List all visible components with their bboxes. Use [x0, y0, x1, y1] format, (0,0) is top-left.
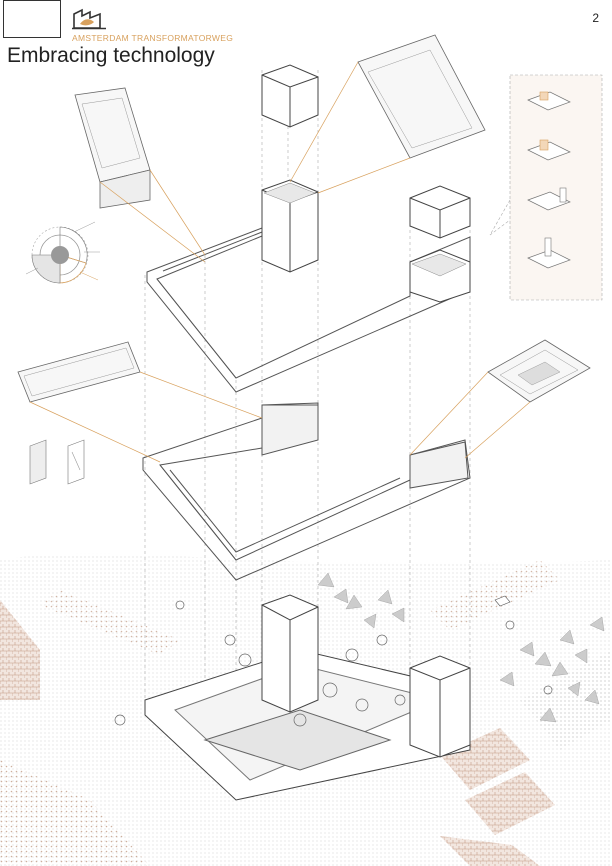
- project-name: AMSTERDAM TRANSFORMATORWEG: [72, 33, 234, 43]
- panel-elevations: [29, 439, 85, 485]
- logo-box: [3, 0, 61, 38]
- detail-callout-middle-left: [17, 341, 263, 463]
- detail-callout-top-right: [289, 34, 486, 194]
- page-title: Embracing technology: [7, 44, 215, 67]
- page-number: 2: [592, 11, 599, 25]
- ground-building: [144, 594, 471, 801]
- triangle-canopy: [317, 572, 605, 723]
- detail-callout-top-left: [74, 87, 206, 263]
- radial-interaction-diagram: [25, 221, 100, 284]
- floating-volumes: [261, 64, 471, 239]
- middle-floor-plate: [142, 402, 471, 581]
- detail-callout-middle-right: [409, 339, 591, 459]
- vehicle: [494, 595, 511, 607]
- transformer-emblem-icon: [72, 8, 106, 30]
- upper-tower: [261, 179, 471, 303]
- construction-lines: [144, 70, 471, 800]
- trees: [114, 600, 553, 727]
- unit-types-panel: [489, 74, 603, 301]
